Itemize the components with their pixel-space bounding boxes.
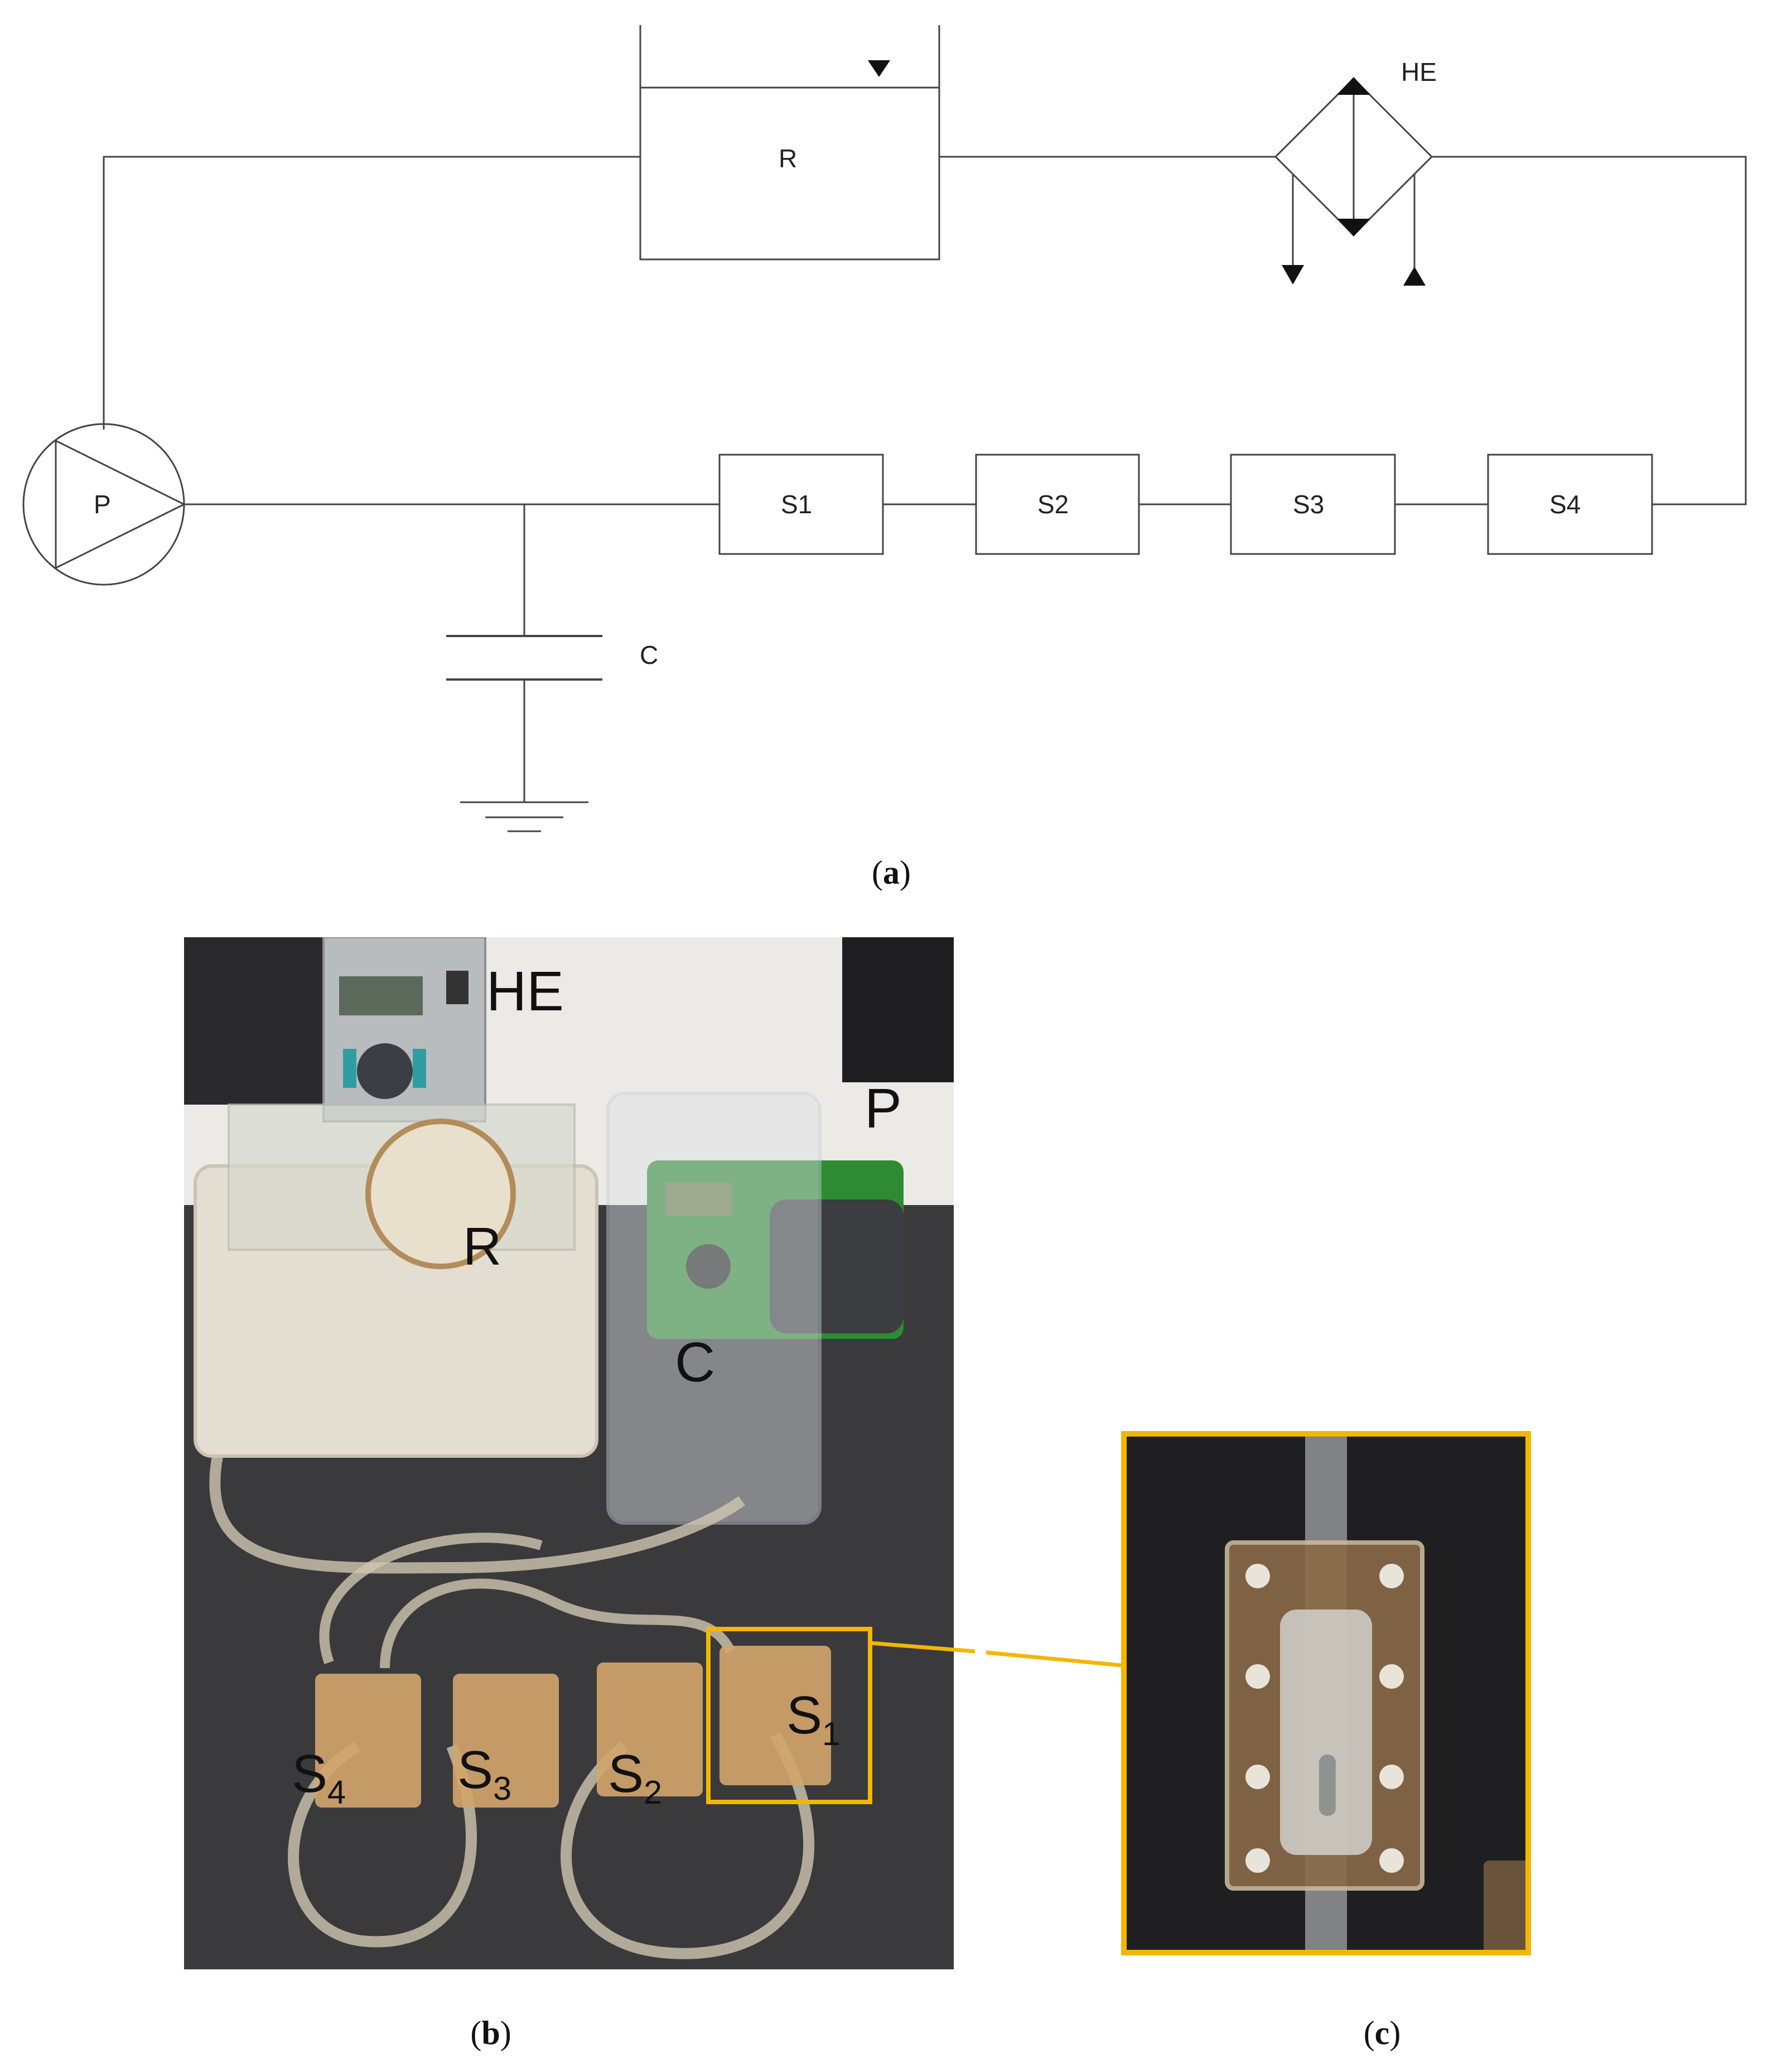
pipe-he-right — [1432, 156, 1747, 505]
sensor-s3-box — [1230, 454, 1396, 555]
photo-label-s3: S3 — [457, 1740, 512, 1807]
he-bottom-arrow — [1337, 219, 1370, 237]
caption-b: (b) — [470, 2015, 511, 2051]
sensor-s4-box — [1487, 454, 1653, 555]
reservoir-box — [639, 25, 940, 261]
photo-label-s2: S2 — [608, 1744, 663, 1811]
setup-photo-drawing — [184, 937, 954, 1969]
photo-label-p: P — [865, 1077, 902, 1140]
pump-label: P — [94, 490, 111, 519]
sensor-closeup-photo — [1121, 1431, 1531, 1955]
heat-exchanger-label: HE — [1401, 57, 1437, 86]
compliance-label: C — [640, 640, 658, 669]
sensor-s2-box — [975, 454, 1140, 555]
sensor-s2-label: S2 — [1037, 490, 1069, 519]
sensor-closeup-drawing — [1225, 1437, 1525, 1950]
pipe-top-left — [103, 156, 640, 430]
circuit-schematic: P R HE C S1 S2 S3 S4 — [22, 25, 1747, 832]
caption-a: (a) — [872, 854, 911, 891]
setup-photo: HE R P C S1 S2 S3 S4 — [184, 937, 954, 1969]
reservoir-level-marker — [868, 60, 890, 77]
photo-label-s1: S1 — [786, 1685, 841, 1752]
photo-label-r: R — [463, 1217, 502, 1276]
he-outlet-arrow — [1282, 265, 1304, 285]
reservoir-label: R — [779, 144, 797, 173]
he-inlet-arrow — [1403, 267, 1426, 286]
sensor-s3-label: S3 — [1293, 490, 1324, 519]
sensor-s1-box — [718, 454, 884, 555]
photo-label-c: C — [675, 1331, 716, 1394]
he-top-arrow — [1337, 77, 1370, 95]
sensor-s4-label: S4 — [1549, 490, 1581, 519]
photo-label-he: HE — [486, 960, 564, 1023]
photo-label-s4: S4 — [292, 1744, 346, 1811]
caption-c: (c) — [1363, 2015, 1401, 2051]
pump-triangle — [55, 439, 186, 570]
s1-highlight-box — [706, 1627, 872, 1804]
sensor-s1-label: S1 — [781, 490, 812, 519]
